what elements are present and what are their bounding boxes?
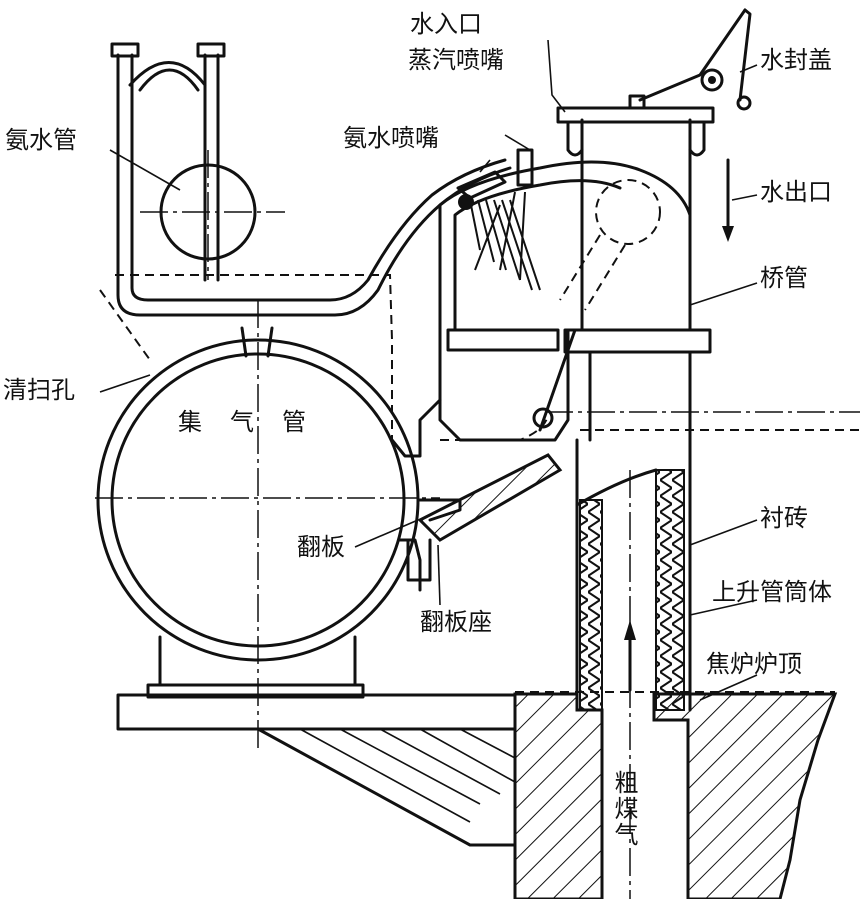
- flap-plate: [417, 453, 563, 542]
- label-riser-body: 上升管筒体: [712, 578, 832, 606]
- label-ammonia-pipe: 氨水管: [5, 126, 77, 154]
- riser-lining-right: [655, 469, 685, 711]
- label-oven-top: 焦炉炉顶: [706, 650, 802, 678]
- collector-base-plate: [116, 693, 517, 731]
- label-ammonia-nozzle: 氨水喷嘴: [343, 124, 439, 152]
- label-steam-nozzle: 蒸汽喷嘴: [408, 46, 504, 74]
- label-bridge-pipe: 桥管: [760, 264, 808, 292]
- water-seal-lever: [638, 8, 747, 102]
- label-cleanout-hole: 清扫孔: [3, 376, 75, 404]
- oven-top-masonry-right: [652, 692, 838, 901]
- steam-nozzle: [516, 148, 534, 187]
- label-flap: 翻板: [297, 533, 345, 561]
- label-gas-collector: 集气管: [178, 408, 334, 436]
- label-water-inlet: 水入口: [410, 10, 482, 38]
- label-water-outlet: 水出口: [760, 178, 832, 206]
- oven-top-masonry: [513, 692, 604, 901]
- riser-lining-left: [579, 499, 603, 711]
- bridge-pipe-flange: [563, 328, 712, 354]
- label-lining-brick: 衬砖: [760, 504, 808, 532]
- bridge-pipe-body: [438, 160, 692, 332]
- label-raw-gas: 粗煤气: [610, 770, 638, 848]
- label-water-seal-cover: 水封盖: [760, 46, 832, 74]
- label-flap-seat: 翻板座: [420, 608, 492, 636]
